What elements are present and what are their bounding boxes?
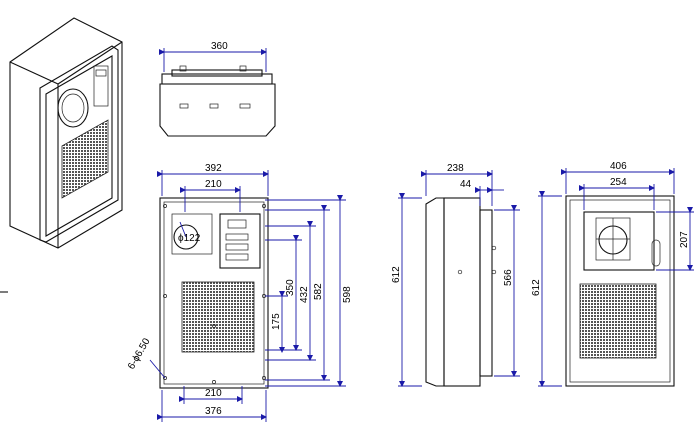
dim-label-598: 598	[342, 286, 353, 303]
fan-diameter-label: ϕ122	[178, 233, 201, 244]
dim-label-210-top: 210	[205, 179, 222, 190]
back-dimensions: 406 254 612 207	[531, 161, 694, 387]
side-view	[425, 197, 497, 387]
dim-label-207: 207	[679, 231, 690, 248]
dim-label-432: 432	[299, 286, 310, 303]
isometric-view	[9, 17, 123, 249]
dim-label-612-side: 612	[391, 266, 402, 283]
dim-label-360: 360	[211, 41, 228, 52]
dim-label-254: 254	[610, 177, 627, 188]
dim-top-width: 360	[159, 41, 267, 72]
dim-label-392: 392	[205, 163, 222, 174]
dim-label-210-bottom: 210	[205, 388, 222, 399]
back-view	[565, 195, 675, 387]
hole-spec-label: 6-ϕ6.50	[126, 336, 153, 371]
dim-label-238: 238	[447, 163, 464, 174]
dim-label-175: 175	[271, 313, 282, 330]
front-view	[159, 197, 269, 389]
top-view	[159, 65, 276, 137]
dim-label-406: 406	[610, 161, 627, 172]
front-dimensions: 392 210 ϕ122 598 582 432 350 175 6-ϕ6.50…	[126, 163, 353, 422]
dim-label-582: 582	[313, 283, 324, 300]
dim-label-350: 350	[285, 279, 296, 296]
dim-label-612-back: 612	[531, 279, 542, 296]
dim-label-44: 44	[460, 179, 472, 190]
side-dimensions: 238 44 612 566	[391, 163, 520, 387]
dim-label-566: 566	[503, 269, 514, 286]
dim-label-376: 376	[205, 406, 222, 417]
